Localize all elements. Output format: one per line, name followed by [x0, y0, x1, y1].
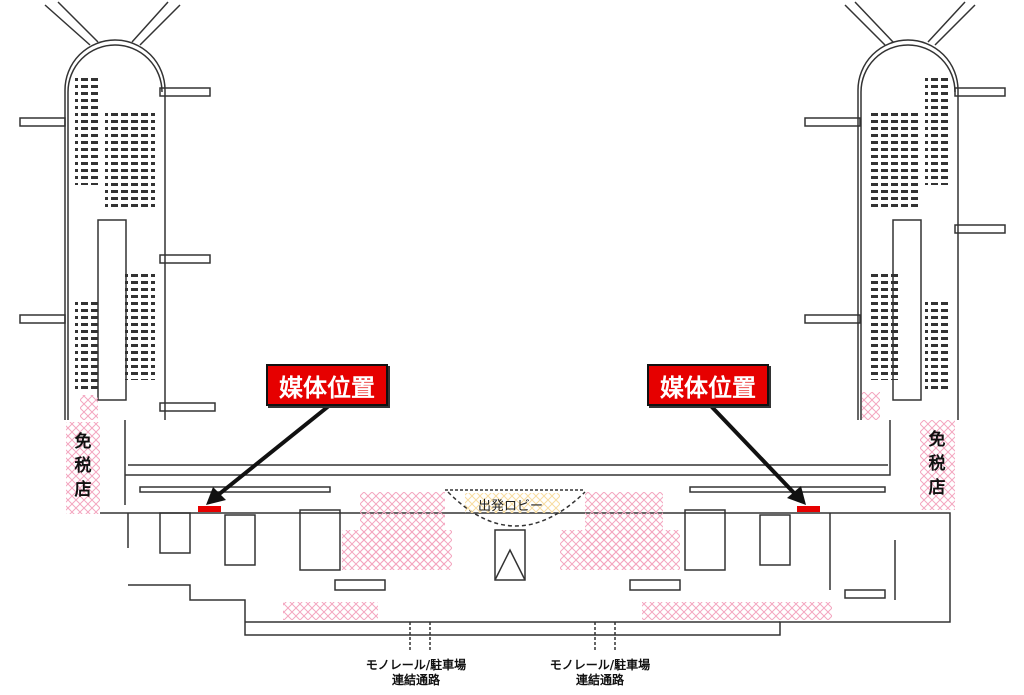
left-pier	[19, 1, 216, 420]
duty-free-left-text: 免税店	[74, 432, 92, 500]
right-pier	[804, 1, 1006, 420]
connector-left-line1: モノレール/駐車場	[365, 658, 467, 672]
arrow-left	[206, 403, 332, 505]
main-terminal	[100, 489, 951, 650]
duty-free-right-label: 免税店	[920, 428, 954, 500]
connector-right-line1: モノレール/駐車場	[549, 658, 651, 672]
arrow-right	[708, 403, 806, 505]
connector-corridor	[124, 420, 891, 505]
departure-lobby-label: 出発ロビー	[478, 499, 544, 514]
media-position-left-marker	[198, 506, 221, 512]
media-position-label-right: 媒体位置	[647, 364, 769, 406]
media-position-right-marker	[797, 506, 820, 512]
connector-left-line2: 連結通路	[391, 673, 440, 687]
monorail-connector-right: モノレール/駐車場 連結通路	[540, 658, 660, 688]
connector-right-line2: 連結通路	[575, 673, 624, 687]
duty-free-left-label: 免税店	[66, 430, 100, 502]
media-position-label-left: 媒体位置	[266, 364, 388, 406]
commercial-zones	[66, 392, 955, 620]
duty-free-right-text: 免税店	[928, 430, 946, 498]
monorail-connector-left: モノレール/駐車場 連結通路	[356, 658, 476, 688]
